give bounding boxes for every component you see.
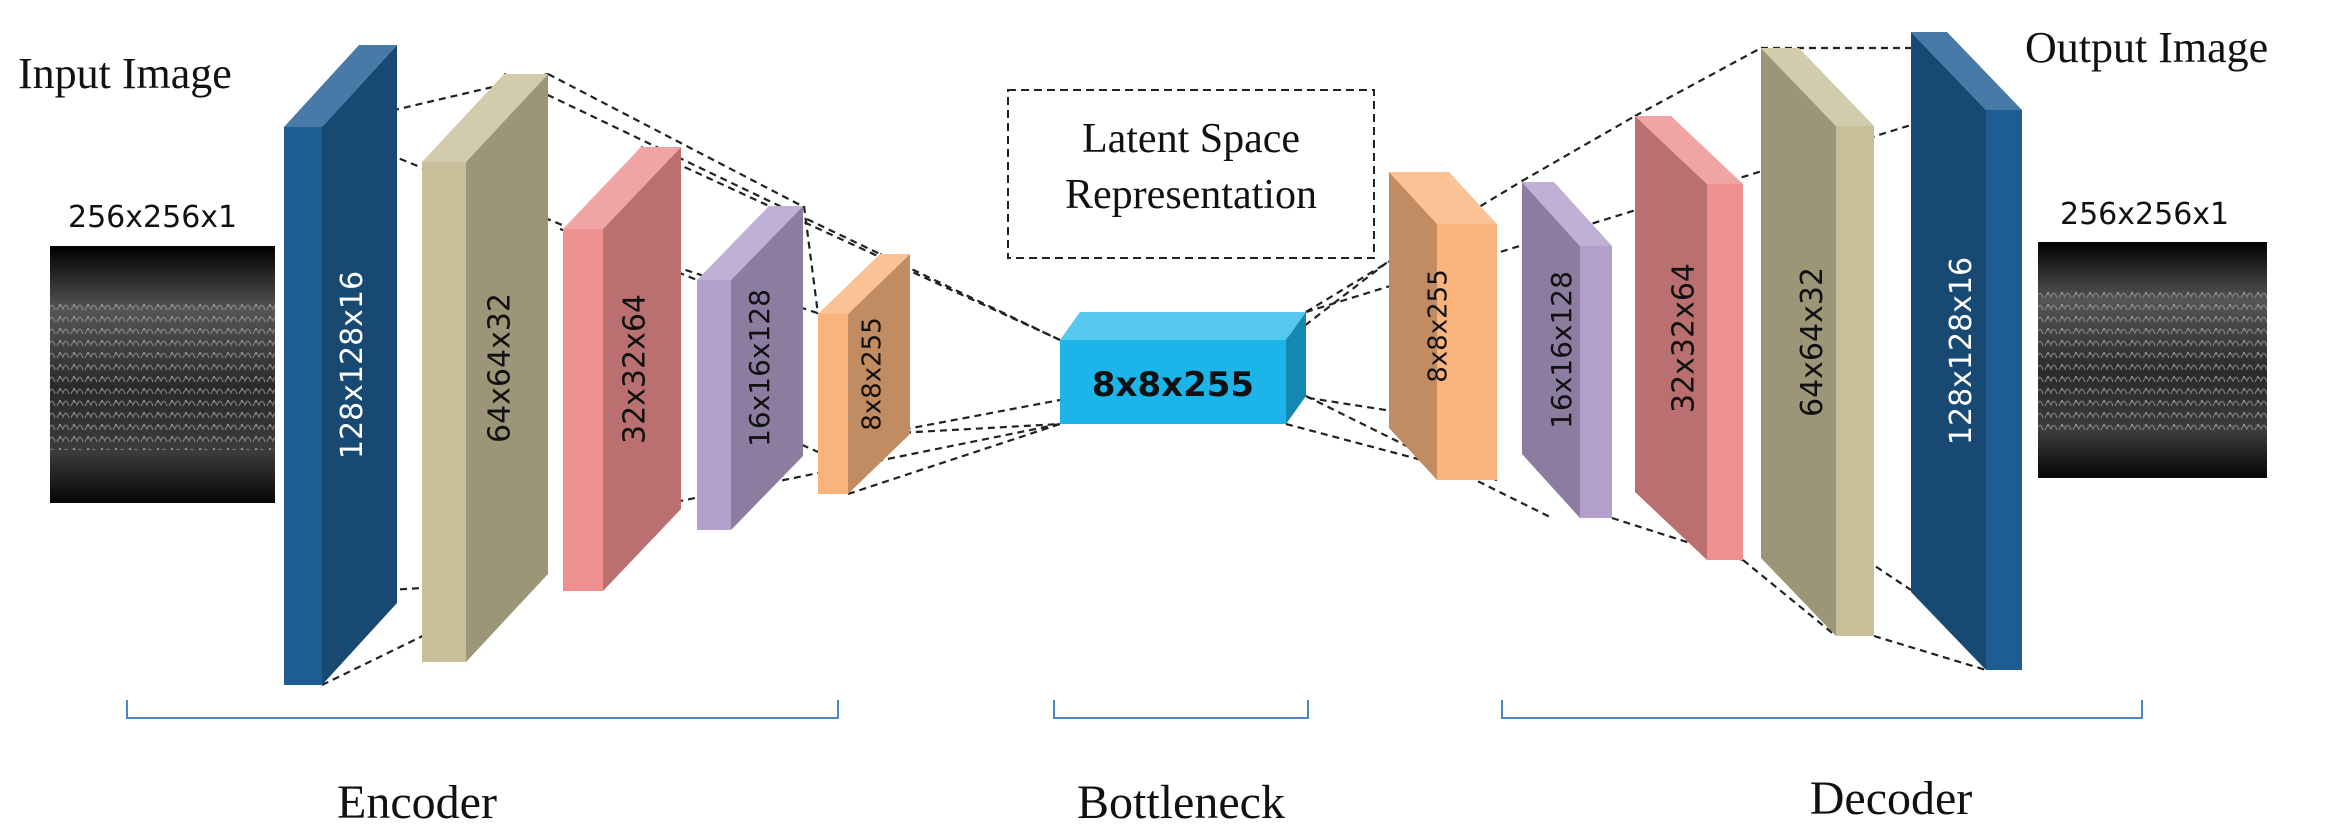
- encoder-block-1-front: [284, 127, 322, 685]
- encoder-block-4-side: [731, 206, 803, 530]
- encoder-block-2-front: [422, 162, 466, 662]
- bottleneck-top: [1060, 312, 1306, 340]
- bottleneck-block: 8x8x255: [1060, 312, 1306, 424]
- decoder-block-4-label: 64x64x32: [1795, 267, 1830, 417]
- decoder-block-1-side: [1389, 172, 1437, 480]
- encoder-block-5: 8x8x255: [818, 254, 910, 494]
- input-image: [50, 246, 275, 503]
- connector-line: [1873, 634, 1987, 672]
- connector-line: [847, 422, 1061, 496]
- bottleneck-front: [1060, 340, 1286, 424]
- encoder-block-2-label: 64x64x32: [483, 293, 518, 443]
- decoder-block-3-side: [1635, 116, 1707, 560]
- connector-line: [1305, 123, 1912, 314]
- encoder-block-1-label: 128x128x16: [335, 271, 370, 459]
- decoder-block-5-front: [1986, 110, 2022, 670]
- decoder-block-2-front: [1580, 246, 1612, 518]
- decoder-block-2-label: 16x16x128: [1545, 271, 1578, 429]
- decoder-block-1-top: [1389, 172, 1497, 224]
- encoder-block-5-label: 8x8x255: [858, 317, 888, 430]
- encoder-section-label: Encoder: [337, 776, 497, 829]
- output-image: [2038, 242, 2267, 478]
- connector-line: [879, 253, 1061, 341]
- encoder-block-4-label: 16x16x128: [743, 289, 776, 447]
- encoder-block-3: 32x32x64: [563, 147, 681, 591]
- output-size-label: 256x256x1: [2060, 197, 2229, 232]
- encoder-brace: [126, 700, 839, 719]
- decoder-block-2-top: [1522, 182, 1612, 246]
- encoder-block-5-side: [848, 254, 910, 494]
- encoder-block-3-top: [563, 147, 681, 229]
- decoder-block-3-label: 32x32x64: [1667, 263, 1702, 413]
- input-size-label: 256x256x1: [68, 200, 237, 235]
- encoder-block-5-top: [818, 254, 910, 314]
- decoder-block-2-side: [1522, 182, 1580, 518]
- decoder-block-3-front: [1707, 184, 1743, 560]
- decoder-block-5-top: [1911, 32, 2022, 110]
- encoder-block-4-front: [697, 280, 731, 530]
- connector-line: [1521, 115, 1636, 182]
- decoder-block-1-front: [1437, 224, 1497, 480]
- encoder-block-2-top: [422, 74, 548, 162]
- encoder-block-4: 16x16x128: [697, 206, 803, 530]
- decoder-block-2: 16x16x128: [1522, 182, 1612, 518]
- encoder-block-2: 64x64x32: [422, 74, 548, 662]
- decoder-block-4-side: [1761, 48, 1836, 636]
- bottleneck-size-label: 8x8x255: [1092, 365, 1254, 405]
- encoder-block-4-top: [697, 206, 803, 280]
- decoder-block-1-label: 8x8x255: [1424, 269, 1454, 382]
- decoder-block-3-top: [1635, 116, 1743, 184]
- encoder-block-5-front: [818, 314, 848, 494]
- encoder-block-1: 128x128x16: [284, 45, 397, 685]
- decoder-block-5-label: 128x128x16: [1944, 257, 1979, 445]
- decoder-block-5: 128x128x16: [1911, 32, 2022, 670]
- decoder-brace: [1501, 700, 2143, 719]
- decoder-block-5-side: [1911, 32, 1986, 670]
- latent-space-box: [1007, 89, 1375, 259]
- bottleneck-brace: [1053, 700, 1309, 719]
- encoder-block-2-side: [466, 74, 548, 662]
- decoder-block-4-front: [1836, 126, 1874, 636]
- decoder-blocks: 8x8x255 16x16x128 32x32x64 64x64x32 128x128x…: [1389, 32, 2022, 670]
- connector-line: [1742, 559, 1837, 637]
- encoder-block-3-front: [563, 229, 603, 591]
- decoder-block-3: 32x32x64: [1635, 116, 1743, 560]
- connector-line: [503, 73, 881, 255]
- connector-line: [1634, 47, 1762, 117]
- decoder-block-1: 8x8x255: [1389, 172, 1497, 480]
- bottleneck-section-label: Bottleneck: [1077, 776, 1285, 829]
- decoder-block-4-top: [1761, 48, 1874, 126]
- layer-connectors: [321, 46, 2022, 686]
- connector-line: [802, 205, 820, 315]
- encoder-block-1-side: [322, 45, 397, 685]
- bottleneck-side: [1286, 312, 1306, 424]
- encoder-block-1-top: [284, 45, 397, 127]
- decoder-section-label: Decoder: [1810, 772, 1973, 825]
- output-image-title: Output Image: [2025, 23, 2268, 72]
- encoder-blocks: 128x128x16 64x64x32 32x32x64 16x16x128 8x8x2…: [284, 45, 910, 685]
- encoder-block-3-label: 32x32x64: [618, 294, 653, 444]
- encoder-block-3-side: [603, 147, 681, 591]
- input-image-title: Input Image: [18, 49, 232, 98]
- decoder-block-4: 64x64x32: [1761, 48, 1874, 636]
